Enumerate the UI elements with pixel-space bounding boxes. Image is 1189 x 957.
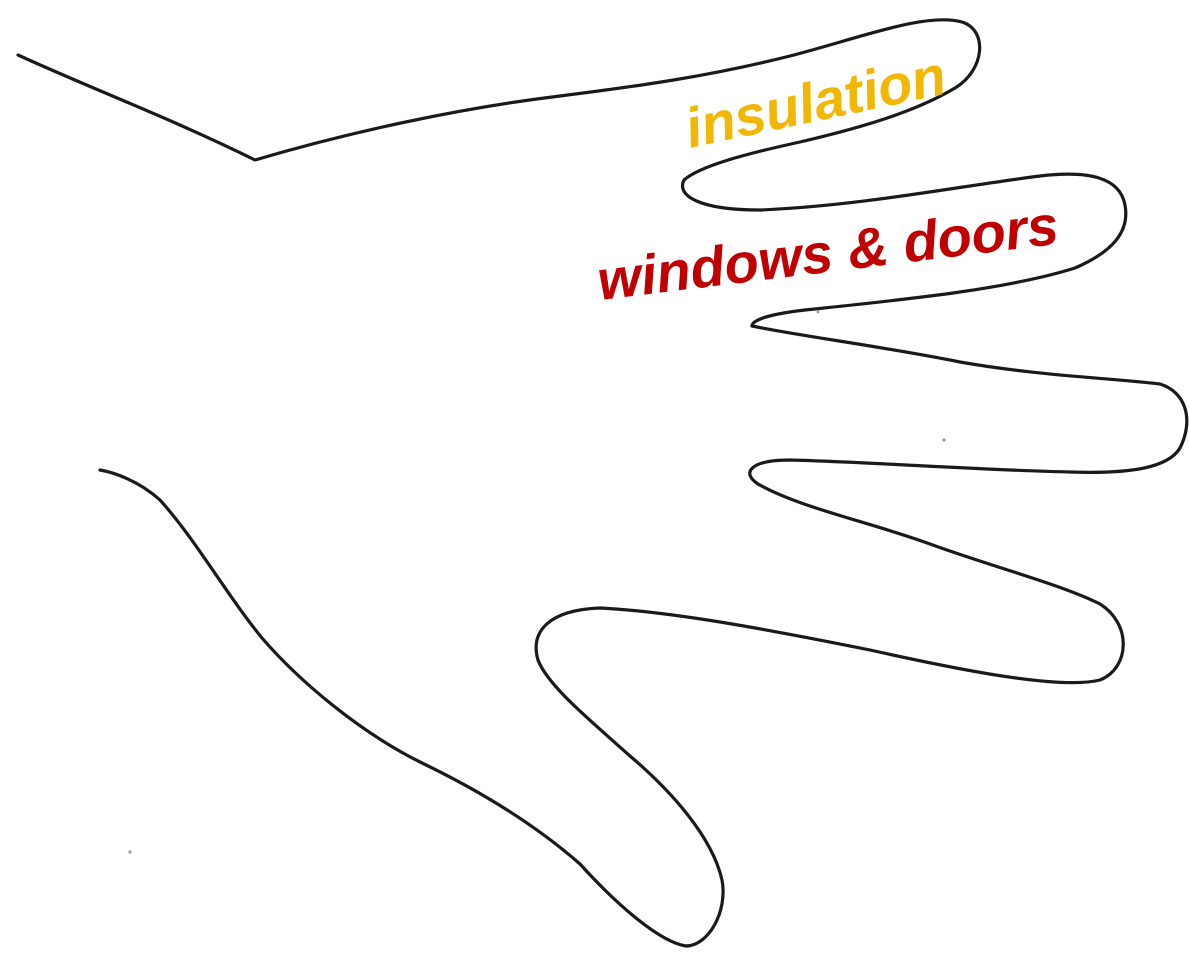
label-windows-doors: windows & doors [594, 193, 1062, 312]
hand-outline-ring-finger [536, 484, 1123, 683]
hand-outline-top [18, 20, 1126, 326]
speck [817, 311, 820, 314]
hand-outline-pinky [100, 470, 723, 946]
speck [128, 850, 131, 853]
label-insulation: insulation [679, 43, 951, 160]
hand-outline-middle-finger [750, 326, 1187, 484]
speck [942, 438, 945, 441]
